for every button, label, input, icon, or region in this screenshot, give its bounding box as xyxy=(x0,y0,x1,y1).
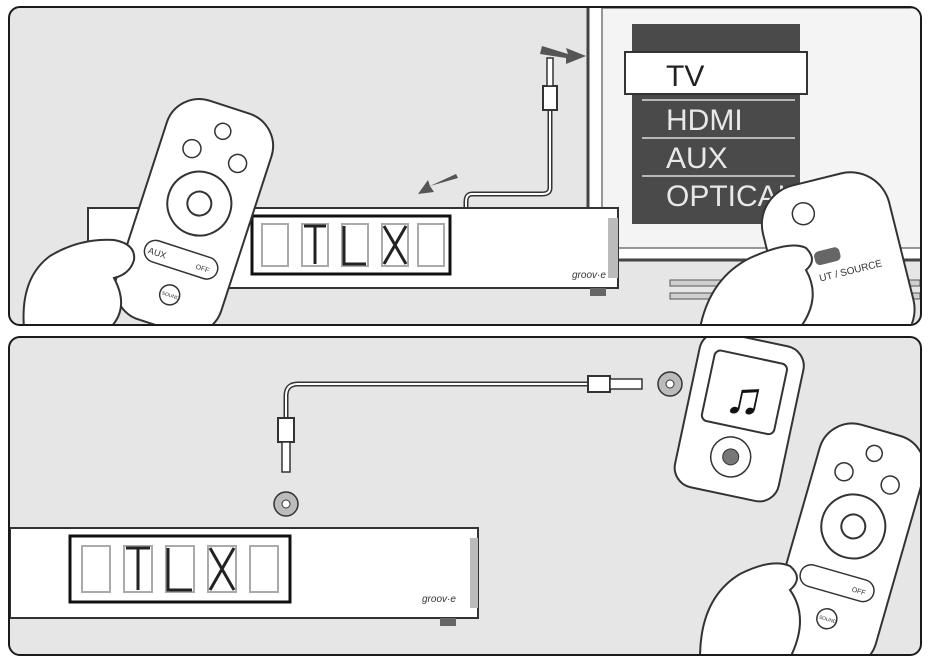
left-hand xyxy=(22,238,136,324)
tv-menu-highlight xyxy=(624,51,808,95)
soundbar-bottom-brand: groov·e xyxy=(422,594,456,605)
hand-bottom xyxy=(699,562,801,654)
remote-bottom-off-label: OFF xyxy=(851,587,866,598)
source-button-icon xyxy=(814,247,841,266)
aux-plug-right-icon xyxy=(587,375,611,393)
play-pause-icon xyxy=(186,190,213,217)
play-pause-icon-bottom xyxy=(840,513,867,540)
power-icon xyxy=(214,122,232,141)
remote-off-label: OFF xyxy=(194,264,209,275)
remote-bottom-sound-label: SOUND xyxy=(818,615,837,626)
bottom-panel-illustration: ♫ groov·e xyxy=(8,336,922,656)
soundbar-remote-bottom: OFF SOUND xyxy=(769,422,920,654)
remote-sound-label: SOUND xyxy=(161,291,180,302)
arrow-to-soundbar-icon xyxy=(418,174,458,194)
bluetooth-pair-icon xyxy=(227,153,248,174)
aux-plug-left-icon xyxy=(277,417,295,443)
right-hand xyxy=(699,244,814,324)
aux-plug-icon xyxy=(542,85,558,111)
tv: TV HDMI AUX OPTICAL xyxy=(586,8,920,300)
top-panel-illustration: TV HDMI AUX OPTICAL xyxy=(8,6,922,326)
sound-mode-icon xyxy=(158,284,181,306)
bluetooth-pair-icon-bottom xyxy=(880,475,900,495)
soundbar-brand: groov·e xyxy=(572,270,606,281)
sound-mode-icon-bottom xyxy=(816,607,838,630)
music-player-screen xyxy=(700,349,788,436)
player-button-icon xyxy=(722,448,740,466)
input-icon-bottom xyxy=(834,462,854,482)
top-scene: TV HDMI AUX OPTICAL xyxy=(22,8,920,324)
menu-item-hdmi: HDMI xyxy=(666,104,743,137)
bottom-scene: ♫ groov·e xyxy=(10,338,920,654)
menu-item-aux: AUX xyxy=(666,142,728,175)
music-player: ♫ xyxy=(673,338,805,503)
power-icon-bottom xyxy=(865,444,884,463)
soundbar-bottom: groov·e xyxy=(10,527,479,626)
arrow-to-tv-icon xyxy=(540,46,586,64)
menu-item-tv: TV xyxy=(666,60,704,93)
soundbar-remote: AUX OFF SOUND xyxy=(114,98,275,324)
input-icon xyxy=(182,138,202,159)
